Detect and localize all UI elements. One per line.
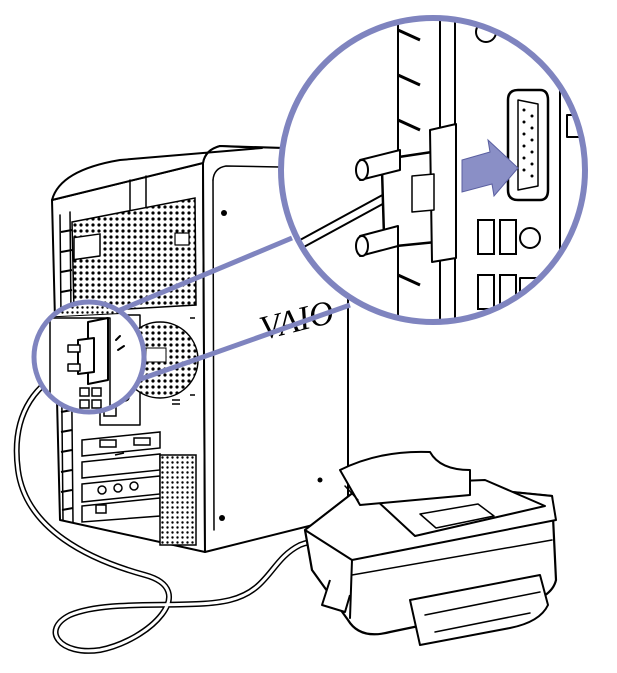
printer	[303, 450, 558, 646]
power-socket-icon	[73, 233, 101, 261]
large-callout	[278, 15, 588, 325]
power-switch-icon	[174, 232, 190, 246]
power-supply	[71, 197, 197, 313]
tower-top	[51, 145, 263, 201]
paper-tray	[409, 574, 549, 646]
expansion-slots	[81, 431, 161, 523]
small-callout	[31, 299, 147, 415]
callout-line-bottom	[137, 302, 351, 383]
audio-port-icon	[519, 227, 541, 249]
lower-vent-grille	[159, 454, 197, 546]
screw-icon	[221, 210, 227, 216]
paper-support	[339, 450, 471, 506]
callout-line-top	[119, 235, 293, 313]
small-callout-ring	[31, 299, 147, 415]
large-callout-ring	[278, 15, 588, 325]
screw-icon	[219, 515, 225, 521]
screw-icon	[317, 477, 323, 483]
arrow-right-icon	[461, 138, 519, 198]
